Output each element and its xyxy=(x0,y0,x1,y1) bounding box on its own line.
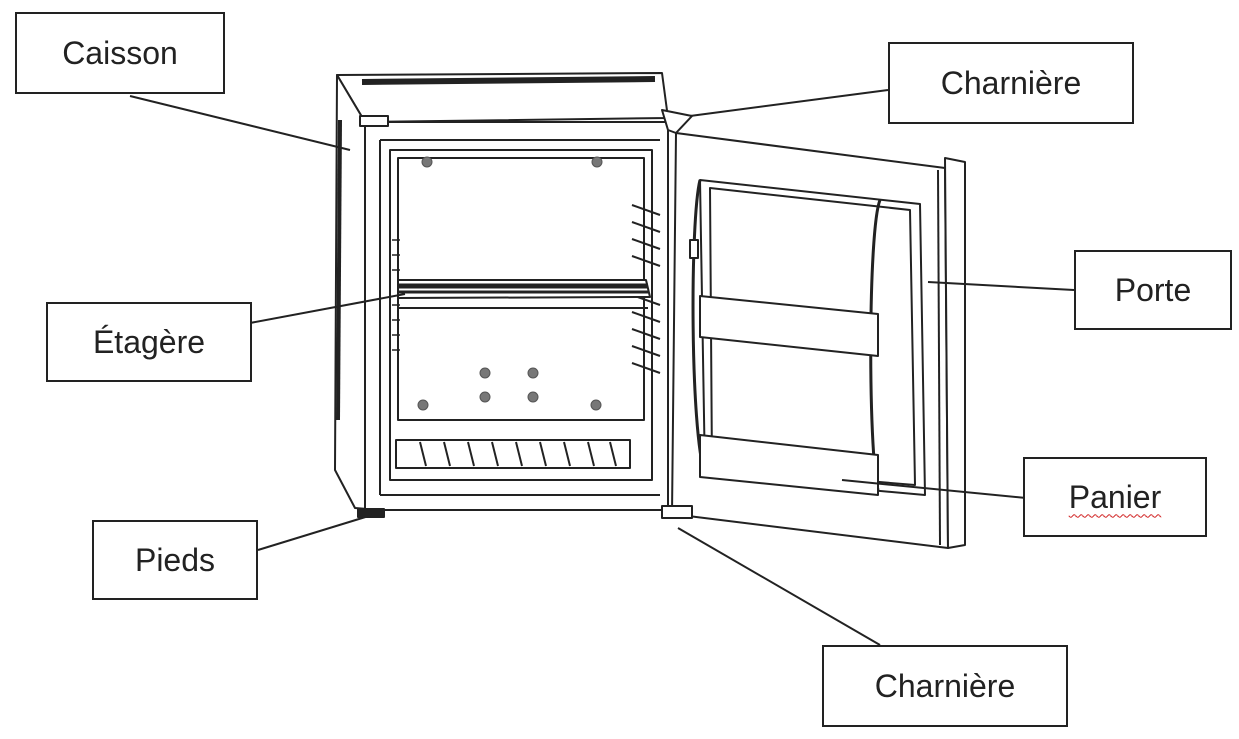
fridge-drawing xyxy=(335,73,965,548)
label-caisson: Caisson xyxy=(15,12,225,94)
label-porte-text: Porte xyxy=(1115,272,1191,309)
label-pieds: Pieds xyxy=(92,520,258,600)
leader-pieds xyxy=(258,515,372,550)
label-caisson-text: Caisson xyxy=(62,35,178,72)
label-etagere: Étagère xyxy=(46,302,252,382)
label-porte: Porte xyxy=(1074,250,1232,330)
label-etagere-text: Étagère xyxy=(93,324,205,361)
leader-charniere-top xyxy=(690,90,888,116)
label-charniere-bottom: Charnière xyxy=(822,645,1068,727)
cabinet-body xyxy=(335,73,668,517)
label-pieds-text: Pieds xyxy=(135,542,215,579)
label-charniere-top-text: Charnière xyxy=(941,65,1082,102)
door xyxy=(662,110,965,548)
label-panier: Panier xyxy=(1023,457,1207,537)
leader-caisson xyxy=(130,96,350,150)
label-charniere-bottom-text: Charnière xyxy=(875,668,1016,705)
label-panier-text: Panier xyxy=(1069,479,1162,516)
label-charniere-top: Charnière xyxy=(888,42,1134,124)
leader-charniere-bottom xyxy=(678,528,880,645)
